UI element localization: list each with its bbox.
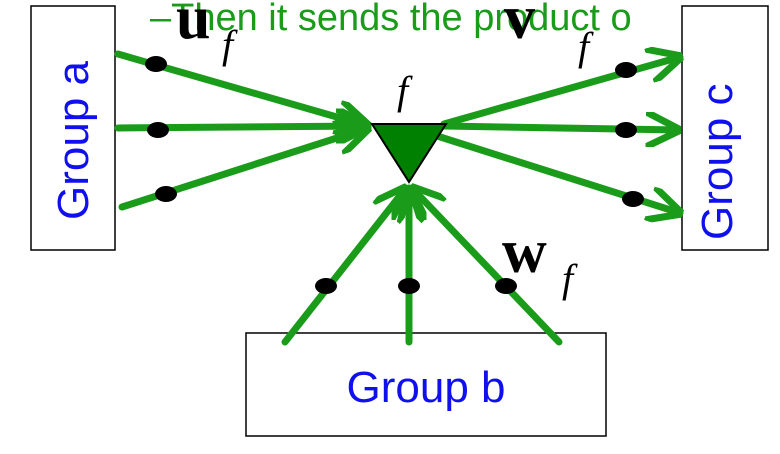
- factor-label: f: [397, 68, 413, 113]
- edge-b3: [412, 188, 563, 346]
- weight-dot-c3: [622, 191, 644, 207]
- caption-text: –Then it sends the product o: [150, 0, 632, 39]
- group-b-label: Group b: [347, 363, 506, 412]
- group-c-box: Group c: [681, 5, 769, 251]
- edge-c2: [440, 126, 682, 130]
- group-c-label: Group c: [693, 83, 742, 240]
- weight-w-subscript: f: [562, 256, 578, 301]
- factor-node: [370, 123, 448, 184]
- weight-dot-a2: [147, 122, 169, 138]
- group-a-box: Group a: [30, 5, 116, 251]
- weight-u-symbol: u: [176, 0, 210, 52]
- weight-w-symbol: w: [502, 218, 547, 286]
- group-a-label: Group a: [49, 60, 98, 220]
- weight-dot-a1: [145, 56, 167, 72]
- edge-b1: [281, 188, 406, 346]
- weight-dot-c2: [615, 122, 637, 138]
- weight-dot-c1: [615, 62, 637, 78]
- edge-c1: [440, 57, 680, 128]
- weight-dot-b2: [398, 278, 420, 294]
- weight-dot-a3: [155, 186, 177, 202]
- weight-dot-b1: [315, 278, 337, 294]
- weight-v-symbol: v: [504, 0, 535, 52]
- weight-dot-b3: [495, 278, 517, 294]
- group-b-box: Group b: [245, 332, 607, 437]
